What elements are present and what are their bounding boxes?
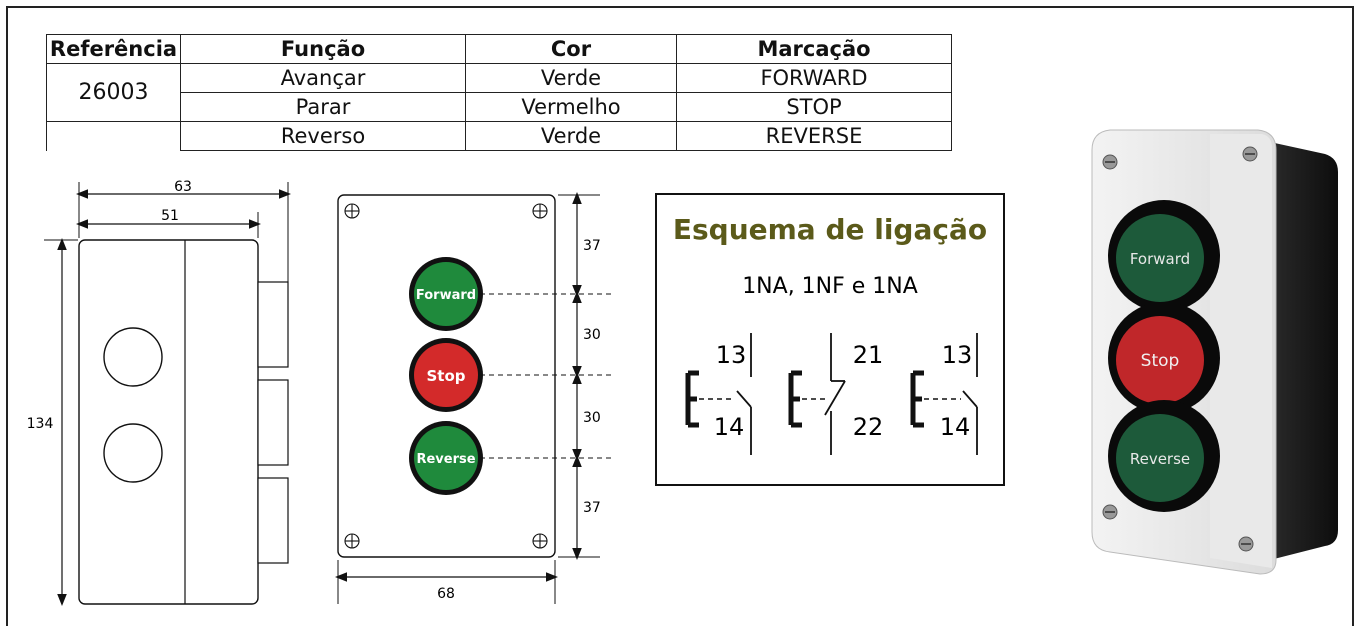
button-profile	[257, 477, 289, 564]
photo-reverse-button	[1116, 414, 1204, 502]
photo-forward-label: Forward	[1130, 250, 1190, 268]
contact-top-label: 13	[716, 341, 747, 369]
forward-button-face	[414, 262, 478, 326]
product-photo: Forward Stop Reverse	[1091, 129, 1338, 575]
contact-bottom-label: 22	[853, 413, 884, 441]
outer-frame	[6, 6, 1354, 626]
contact-na-1: 13 14	[685, 333, 752, 455]
cell-cor: Verde	[465, 121, 677, 151]
cell-cor: Vermelho	[465, 92, 677, 122]
photo-stop-button	[1116, 316, 1204, 404]
cell-marcacao: STOP	[676, 92, 952, 122]
button-hole	[103, 423, 163, 483]
reference-cell-empty	[46, 121, 181, 151]
forward-button-label: Forward	[416, 288, 476, 303]
table-row: 26003 Avançar Verde FORWARD	[46, 63, 952, 122]
contact-bottom-label: 14	[940, 413, 971, 441]
wiring-scheme: Esquema de ligação 1NA, 1NF e 1NA 13 14 …	[655, 193, 1005, 486]
screw-icon	[532, 203, 548, 219]
contact-nf: 21 22	[788, 333, 884, 455]
button-profile	[257, 281, 289, 368]
dim-63-label: 63	[174, 179, 192, 195]
front-view-drawing: Forward Stop Reverse 37 30 30 37 68	[335, 192, 612, 604]
photo-stop-label: Stop	[1141, 351, 1180, 371]
wiring-subtitle: 1NA, 1NF e 1NA	[742, 274, 918, 299]
cell-funcao: Avançar	[180, 63, 466, 93]
dim-30: 30	[583, 410, 601, 426]
dim-68-label: 68	[437, 586, 455, 602]
stop-button-face	[414, 343, 478, 407]
photo-reverse-label: Reverse	[1130, 450, 1190, 468]
table-row: Parar Vermelho STOP	[47, 92, 952, 122]
side-view-drawing: 63 51 134	[27, 179, 291, 606]
dim-37-bottom: 37	[583, 500, 601, 516]
contact-bottom-label: 14	[714, 413, 745, 441]
header-funcao: Função	[180, 34, 466, 64]
dim-134-label: 134	[27, 416, 54, 432]
header-referencia: Referência	[46, 34, 181, 64]
dim-30: 30	[583, 327, 601, 343]
reverse-button-face	[414, 426, 478, 490]
cell-funcao: Reverso	[180, 121, 466, 151]
screw-icon	[344, 203, 360, 219]
reference-cell: 26003	[46, 63, 181, 122]
contact-na-2: 13 14	[910, 333, 978, 455]
dim-37-top: 37	[583, 238, 601, 254]
screw-icon	[532, 533, 548, 549]
header-marcacao: Marcação	[676, 34, 952, 64]
contact-top-label: 13	[942, 341, 973, 369]
photo-forward-button	[1116, 214, 1204, 302]
wiring-title: Esquema de ligação	[673, 213, 987, 246]
contact-top-label: 21	[853, 341, 884, 369]
reverse-button-label: Reverse	[416, 452, 475, 467]
dim-51-label: 51	[161, 208, 179, 224]
screw-icon	[344, 533, 360, 549]
side-view-body	[78, 239, 259, 605]
button-profile	[257, 379, 289, 466]
cell-marcacao: REVERSE	[676, 121, 952, 151]
cell-marcacao: FORWARD	[676, 63, 952, 93]
spec-table: Referência Função Cor Marcação 26003 Ava…	[46, 34, 952, 151]
table-row: Reverso Verde REVERSE	[46, 121, 952, 151]
button-hole	[103, 327, 163, 387]
stop-button-label: Stop	[426, 367, 465, 385]
table-header-row: Referência Função Cor Marcação	[46, 34, 952, 64]
